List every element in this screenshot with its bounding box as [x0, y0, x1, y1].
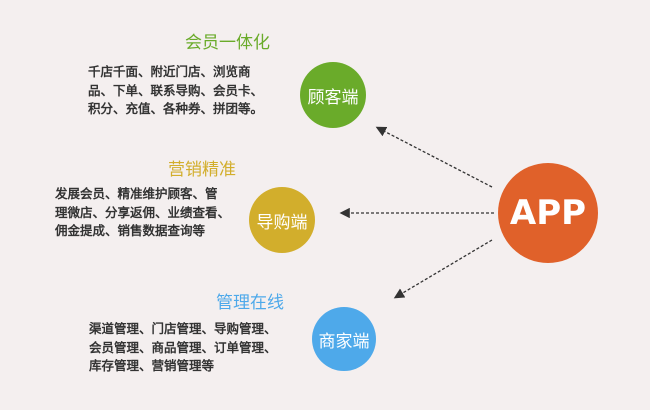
merchant-circle: 商家端 [312, 307, 376, 371]
app-circle: APP [498, 163, 598, 263]
desc-line: 佣金提成、销售数据查询等 [55, 223, 206, 238]
arrow-to-merchant [393, 239, 493, 299]
customer-desc: 千店千面、附近门店、浏览商 品、下单、联系导购、会员卡、 积分、充值、各种券、拼… [88, 63, 263, 119]
merchant-title: 管理在线 [216, 293, 284, 313]
desc-line: 会员管理、商品管理、订单管理、 [89, 339, 277, 355]
desc-line: 渠道管理、门店管理、导购管理、 [89, 321, 277, 336]
desc-line: 库存管理、营销管理等 [89, 358, 215, 373]
guide-circle: 导购端 [249, 187, 315, 253]
merchant-desc: 渠道管理、门店管理、导购管理、 会员管理、商品管理、订单管理、 库存管理、营销管… [89, 320, 277, 376]
desc-line: 积分、充值、各种券、拼团等。 [88, 101, 264, 116]
arrow-to-customer [375, 126, 493, 188]
desc-line: 千店千面、附近门店、浏览商 [88, 64, 251, 79]
customer-title: 会员一体化 [185, 33, 270, 53]
guide-title: 营销精准 [168, 160, 236, 180]
desc-line: 发展会员、精准维护顾客、管 [55, 186, 218, 201]
guide-desc: 发展会员、精准维护顾客、管 理微店、分享返佣、业绩查看、 佣金提成、销售数据查询… [55, 185, 230, 241]
desc-line: 理微店、分享返佣、业绩查看、 [55, 204, 231, 220]
desc-line: 品、下单、联系导购、会员卡、 [88, 82, 264, 98]
customer-circle: 顾客端 [300, 62, 366, 128]
